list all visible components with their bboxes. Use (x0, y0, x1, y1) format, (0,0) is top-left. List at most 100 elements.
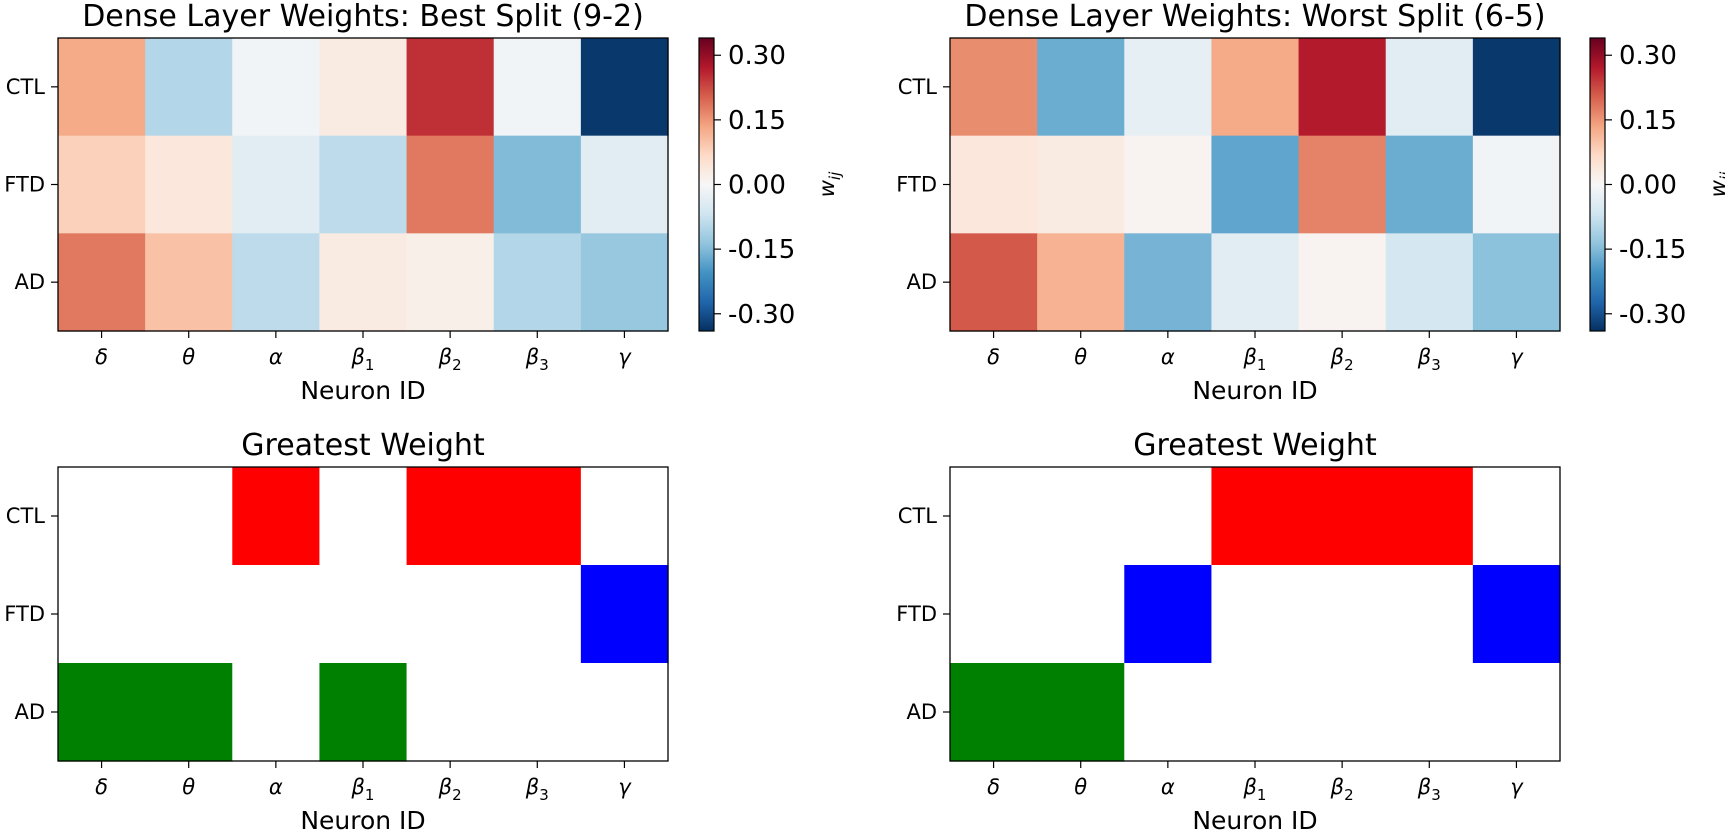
chart-title: Dense Layer Weights: Worst Split (6-5) (964, 0, 1545, 34)
heatmap-cell-ftd-4 (406, 135, 495, 234)
heatmap-cell-ctl-1 (145, 467, 233, 566)
heatmap-cell-ctl-4 (1298, 467, 1387, 566)
heatmap-cell-ctl-6 (580, 467, 669, 566)
chart-title: Greatest Weight (241, 428, 485, 463)
y-tick-label: CTL (898, 504, 937, 528)
colorbar-gradient (698, 37, 715, 332)
heatmap-cell-ad-4 (1298, 233, 1387, 332)
heatmap-cell-ctl-3 (319, 38, 408, 137)
heatmap-cell-ad-0 (58, 233, 146, 332)
heatmap-cell-ad-5 (1385, 233, 1474, 332)
colorbar-tick-label: 0.00 (728, 171, 786, 201)
heatmap-cell-ctl-6 (1472, 467, 1561, 566)
heatmap-cell-ftd-2 (232, 135, 321, 234)
panels: Dense Layer Weights: Best Split (9-2) CTL… (4, 0, 1725, 835)
x-axis-label: Neuron ID (1192, 376, 1317, 405)
heatmap-cell-ftd-4 (406, 565, 495, 664)
y-tick-label: FTD (4, 173, 45, 197)
heatmap-cell-ctl-3 (1211, 38, 1300, 137)
heatmap-cell-ftd-3 (1211, 565, 1300, 664)
heatmap-cell-ad-4 (406, 663, 495, 762)
heatmap-cell-ftd-0 (950, 135, 1038, 234)
colorbar-label: wij (1706, 171, 1725, 197)
x-tick-label: α (1161, 345, 1175, 369)
heatmap-cell-ctl-0 (58, 38, 146, 137)
x-tick-label: θ (182, 345, 195, 369)
heatmap-cell-ctl-1 (1037, 467, 1125, 566)
heatmap-cell-ad-1 (1037, 233, 1125, 332)
heatmap-cell-ctl-1 (1037, 38, 1125, 137)
x-tick-label: α (1161, 775, 1175, 799)
heatmap-cell-ctl-4 (406, 467, 495, 566)
heatmap-cell-ftd-3 (319, 135, 408, 234)
x-tick-label: δ (987, 775, 1000, 799)
heatmap-cell-ad-5 (493, 233, 582, 332)
chart-title: Greatest Weight (1133, 428, 1377, 463)
heatmap-cell-ftd-2 (1124, 565, 1213, 664)
x-tick-label: δ (95, 775, 108, 799)
colorbar-gradient (1589, 37, 1606, 332)
x-tick-label: β1 (351, 775, 375, 804)
x-tick-label: γ (1510, 345, 1524, 369)
heatmap-cell-ftd-1 (1037, 135, 1125, 234)
chart-title: Dense Layer Weights: Best Split (9-2) (82, 0, 644, 34)
y-tick-label: CTL (6, 75, 45, 99)
heatmap-cell-ad-3 (1211, 663, 1300, 762)
x-tick-label: β3 (1417, 775, 1441, 804)
colorbar-tick-label: 0.00 (1619, 171, 1677, 201)
y-tick-label: FTD (4, 602, 45, 626)
x-tick-label: θ (182, 775, 195, 799)
x-tick-label: β1 (1243, 345, 1267, 374)
colorbar-tick-label: 0.15 (728, 106, 786, 136)
heatmap-cell-ftd-6 (1472, 565, 1561, 664)
y-tick-label: AD (906, 270, 937, 294)
heatmap-cell-ftd-5 (493, 565, 582, 664)
x-tick-label: β3 (525, 345, 549, 374)
x-tick-label: β2 (1330, 775, 1354, 804)
colorbar-label: wij (815, 171, 844, 197)
heatmap-cell-ctl-0 (950, 38, 1038, 137)
heatmap-cell-ftd-5 (1385, 565, 1474, 664)
heatmap-cell-ftd-5 (493, 135, 582, 234)
y-tick-label: AD (14, 700, 45, 724)
x-tick-label: α (269, 345, 283, 369)
x-tick-label: β3 (525, 775, 549, 804)
x-tick-label: γ (618, 775, 632, 799)
heatmap-cell-ad-0 (58, 663, 146, 762)
y-tick-label: AD (14, 270, 45, 294)
colorbar-tick-label: 0.30 (728, 41, 786, 71)
heatmap-cell-ftd-0 (58, 135, 146, 234)
x-tick-label: β2 (1330, 345, 1354, 374)
x-tick-label: δ (95, 345, 108, 369)
heatmap-cell-ad-6 (580, 663, 669, 762)
colorbar-tick-label: 0.15 (1619, 106, 1677, 136)
y-tick-label: FTD (896, 602, 937, 626)
heatmap-cell-ad-0 (950, 663, 1038, 762)
x-tick-label: β2 (438, 345, 462, 374)
heatmap-cell-ctl-2 (1124, 467, 1213, 566)
x-tick-label: α (269, 775, 283, 799)
x-tick-label: γ (1510, 775, 1524, 799)
heatmap-cell-ctl-0 (950, 467, 1038, 566)
heatmap-cell-ad-2 (232, 233, 321, 332)
x-tick-label: β3 (1417, 345, 1441, 374)
x-axis-label: Neuron ID (1192, 806, 1317, 835)
heatmap-cell-ad-3 (319, 233, 408, 332)
heatmap-cell-ftd-5 (1385, 135, 1474, 234)
heatmap-cell-ftd-4 (1298, 135, 1387, 234)
heatmap-cell-ftd-0 (950, 565, 1038, 664)
heatmap-cell-ad-2 (1124, 233, 1213, 332)
heatmap-cell-ad-4 (1298, 663, 1387, 762)
heatmap-cell-ad-5 (1385, 663, 1474, 762)
x-tick-label: θ (1074, 775, 1087, 799)
chart-panel-1: Dense Layer Weights: Best Split (9-2) CTL… (4, 0, 844, 405)
heatmap-cell-ftd-1 (145, 565, 233, 664)
colorbar-tick-label: -0.15 (728, 235, 795, 265)
heatmap-cell-ctl-6 (580, 38, 669, 137)
heatmap-cell-ad-3 (319, 663, 408, 762)
heatmap-cell-ctl-3 (1211, 467, 1300, 566)
heatmap-cell-ftd-3 (1211, 135, 1300, 234)
